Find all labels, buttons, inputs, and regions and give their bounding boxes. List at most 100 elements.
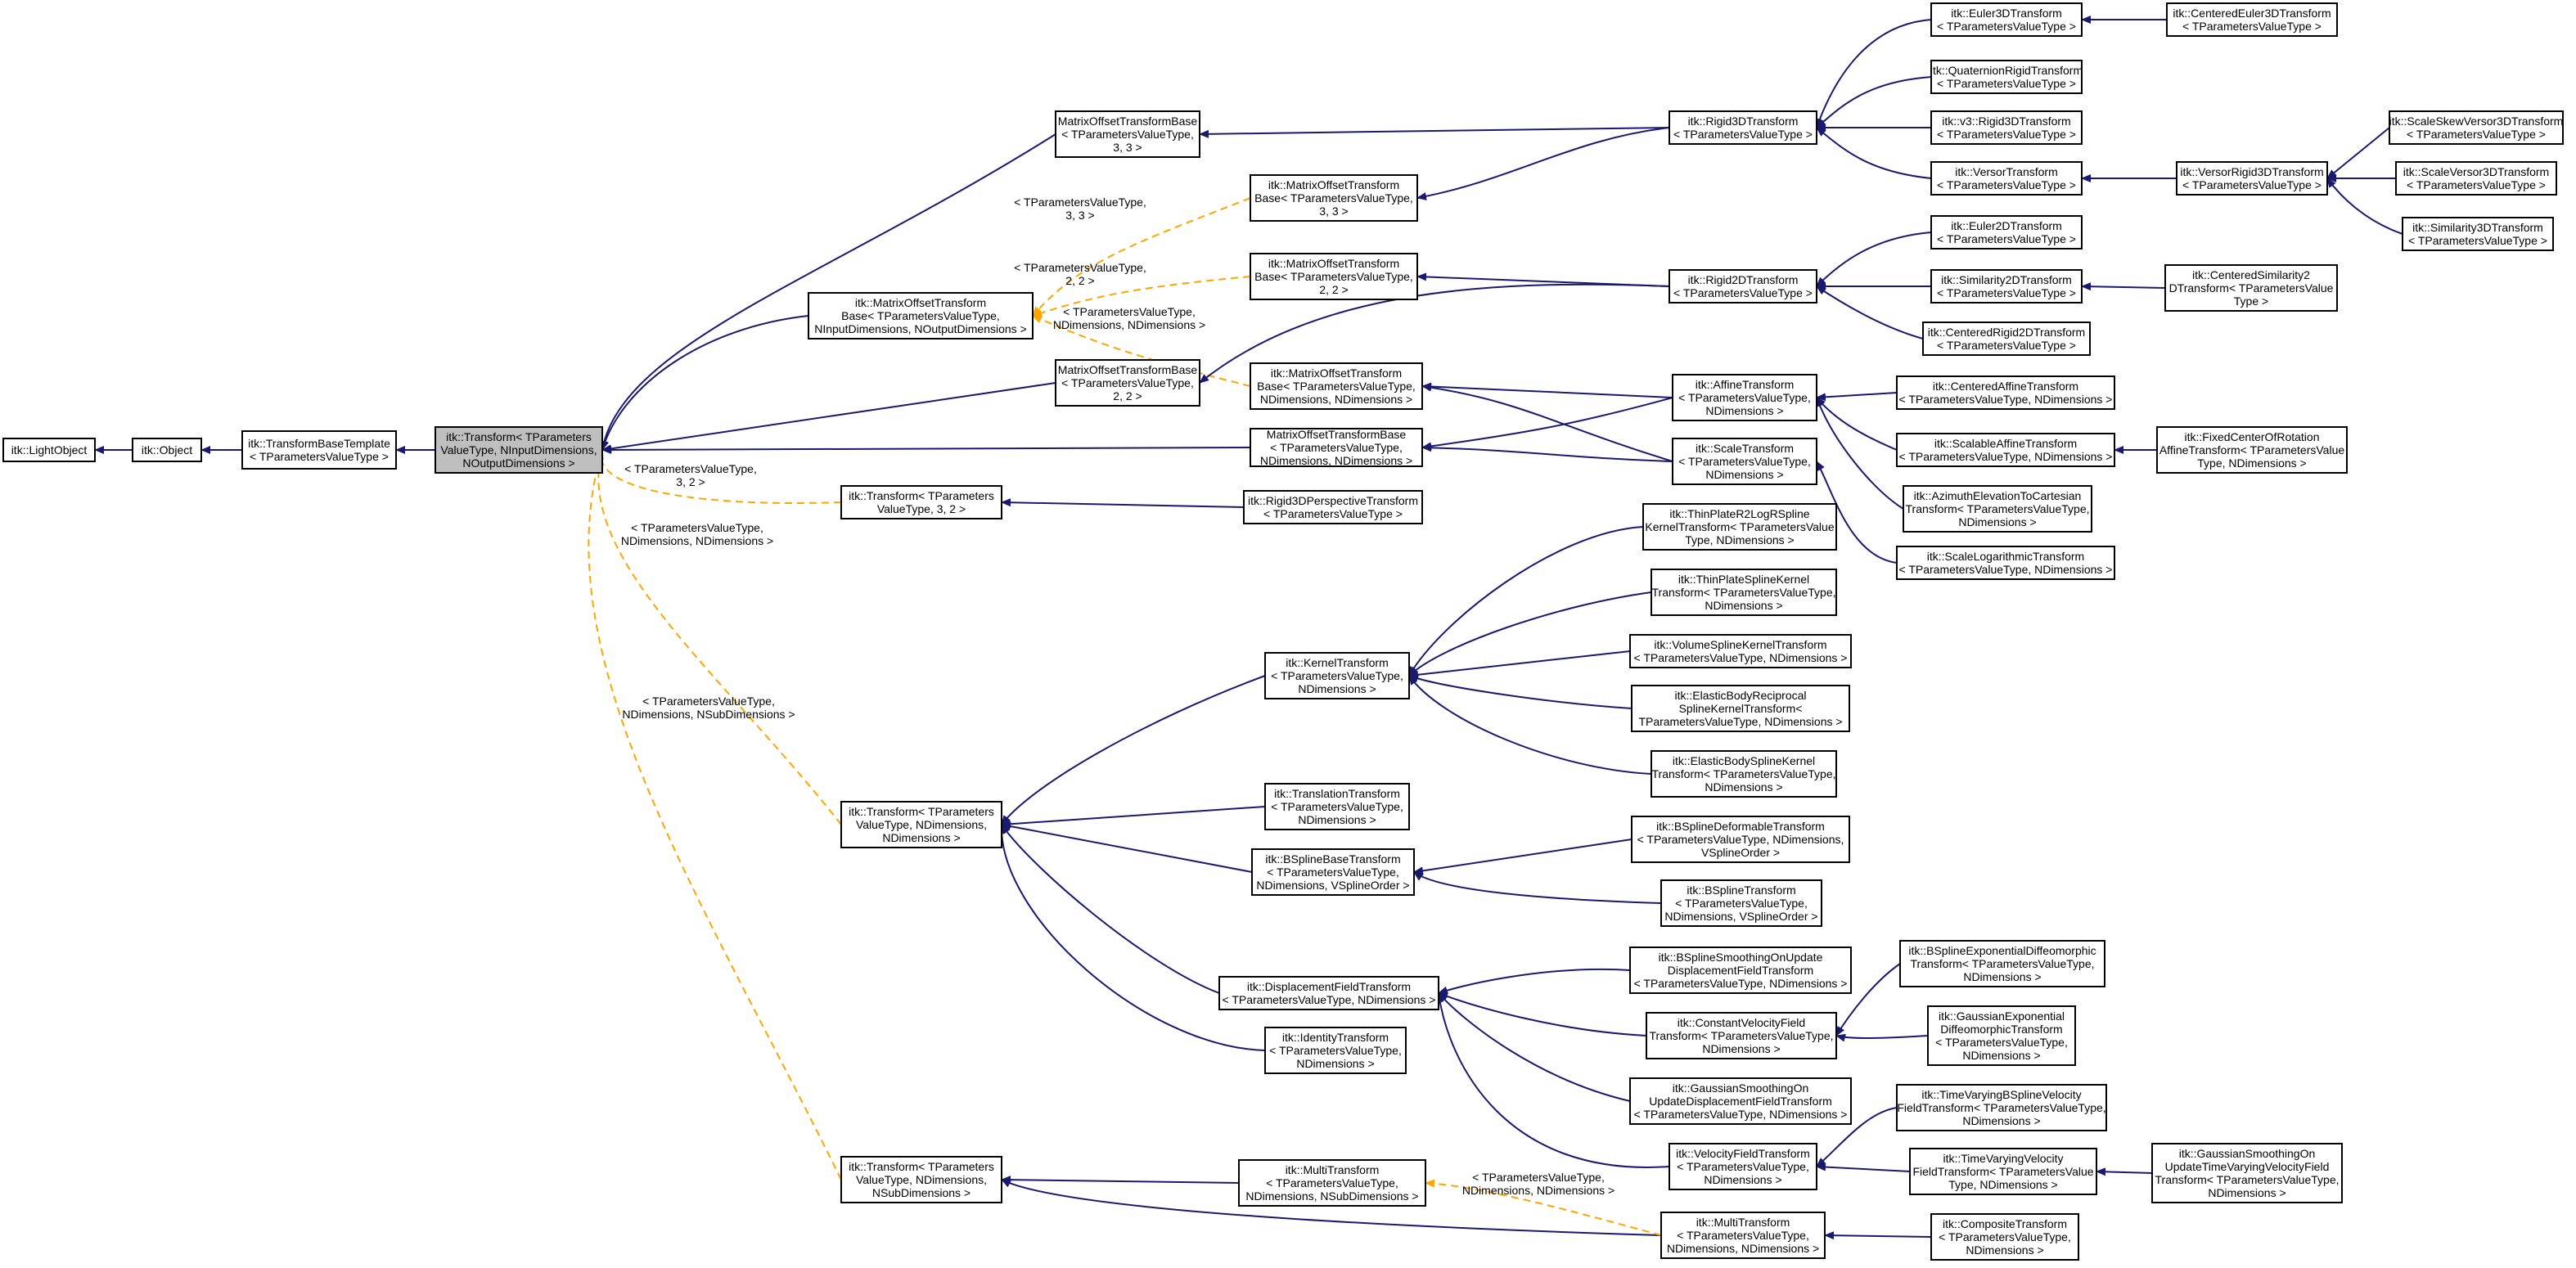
- class-node-centeuler3d[interactable]: itk::CenteredEuler3DTransform< TParamete…: [2166, 2, 2338, 37]
- class-node-imotb_33[interactable]: itk::MatrixOffsetTransformBase< TParamet…: [1250, 174, 1418, 222]
- class-node-euler3d[interactable]: itk::Euler3DTransform< TParametersValueT…: [1930, 2, 2083, 37]
- edge-label-text: < TParametersValueType,: [1063, 305, 1196, 318]
- class-node-label: < TParametersValueType >: [1263, 507, 1403, 520]
- class-node-tbt[interactable]: itk::TransformBaseTemplate< TParametersV…: [241, 430, 397, 470]
- class-node-identity[interactable]: itk::IdentityTransform< TParametersValue…: [1264, 1027, 1407, 1074]
- class-node-volumespline[interactable]: itk::VolumeSplineKernelTransform< TParam…: [1629, 634, 1852, 668]
- class-node-label: itk::VelocityFieldTransform: [1676, 1147, 1810, 1160]
- class-node-motb_nn[interactable]: MatrixOffsetTransformBase< TParametersVa…: [1250, 428, 1423, 467]
- class-node-box: [435, 426, 603, 474]
- class-node-scaleskew[interactable]: itk::ScaleSkewVersor3DTransform< TParame…: [2389, 110, 2564, 145]
- class-node-quatrigid[interactable]: itk::QuaternionRigidTransform< TParamete…: [1930, 60, 2083, 94]
- class-node-centaffine[interactable]: itk::CenteredAffineTransform< TParameter…: [1896, 375, 2115, 410]
- class-node-label: < TParametersValueType, NDimensions >: [1634, 1108, 1848, 1121]
- class-node-box: [1896, 1084, 2107, 1131]
- class-node-rigid3dpersp[interactable]: itk::Rigid3DPerspectiveTransform< TParam…: [1243, 490, 1423, 524]
- class-node-label: NDimensions >: [2208, 1186, 2286, 1199]
- inheritance-edge-tvbspline-to-velfield: [1816, 1107, 1898, 1167]
- class-node-label: < TParametersValueType,: [1939, 1230, 2071, 1243]
- class-node-translation[interactable]: itk::TranslationTransform< TParametersVa…: [1264, 783, 1410, 830]
- class-node-scalelog[interactable]: itk::ScaleLogarithmicTransform< TParamet…: [1896, 546, 2115, 580]
- class-node-affine[interactable]: itk::AffineTransform< TParametersValueTy…: [1672, 374, 1817, 421]
- class-node-transform_main[interactable]: itk::Transform< TParametersValueType, NI…: [435, 426, 603, 474]
- class-node-tvvel[interactable]: itk::TimeVaryingVelocityFieldTransform< …: [1909, 1148, 2097, 1195]
- class-node-centrigid2d[interactable]: itk::CenteredRigid2DTransform< TParamete…: [1922, 321, 2091, 356]
- class-node-multi_nn[interactable]: itk::MultiTransform< TParametersValueTyp…: [1660, 1212, 1826, 1259]
- class-node-label: Transform< TParametersValueType,: [2155, 1173, 2340, 1186]
- class-node-azimuth[interactable]: itk::AzimuthElevationToCartesianTransfor…: [1903, 485, 2092, 533]
- class-node-dispfield[interactable]: itk::DisplacementFieldTransform< TParame…: [1218, 976, 1439, 1010]
- class-node-label: itk::Euler3DTransform: [1951, 7, 2062, 20]
- class-node-scalableaffine[interactable]: itk::ScalableAffineTransform< TParameter…: [1896, 433, 2115, 467]
- class-node-label: Transform< TParametersValueType,: [1911, 957, 2095, 970]
- class-node-v3rigid3d[interactable]: itk::v3::Rigid3DTransform< TParametersVa…: [1930, 110, 2083, 145]
- inheritance-edge-bsplinebase-to-transform_nn: [1001, 822, 1253, 873]
- class-node-bsplinesmooth[interactable]: itk::BSplineSmoothingOnUpdateDisplacemen…: [1629, 947, 1852, 994]
- class-node-rigid3d[interactable]: itk::Rigid3DTransform< TParametersValueT…: [1669, 110, 1817, 145]
- class-node-label: < TParametersValueType >: [1937, 77, 2076, 90]
- class-node-velfield[interactable]: itk::VelocityFieldTransform< TParameters…: [1669, 1143, 1817, 1190]
- inheritance-edge-bsplinedeform-to-bsplinebase: [1413, 839, 1633, 875]
- class-node-box: [1646, 1012, 1837, 1059]
- class-node-object[interactable]: itk::Object: [132, 438, 202, 462]
- class-node-gausssmooth[interactable]: itk::GaussianSmoothingOnUpdateDisplaceme…: [1629, 1077, 1852, 1125]
- class-node-rigid2d[interactable]: itk::Rigid2DTransform< TParametersValueT…: [1669, 269, 1817, 304]
- class-node-composite[interactable]: itk::CompositeTransform< TParametersValu…: [1930, 1213, 2079, 1261]
- class-node-gaussexp[interactable]: itk::GaussianExponentialDiffeomorphicTra…: [1927, 1005, 2076, 1066]
- class-node-transform_ns[interactable]: itk::Transform< TParametersValueType, ND…: [840, 1156, 1002, 1203]
- edge-label-lbl_33: < TParametersValueType,3, 3 >: [1014, 196, 1146, 222]
- class-node-box: [1250, 428, 1423, 467]
- class-node-fixedcenter[interactable]: itk::FixedCenterOfRotationAffineTransfor…: [2156, 426, 2348, 474]
- class-node-label: < TParametersValueType, NDimensions >: [1634, 977, 1848, 990]
- class-node-label: NDimensions >: [1705, 404, 1783, 417]
- class-node-bsplinebase[interactable]: itk::BSplineBaseTransform< TParametersVa…: [1251, 848, 1415, 896]
- class-node-similarity2d[interactable]: itk::Similarity2DTransform< TParametersV…: [1930, 269, 2083, 304]
- class-node-gausstv[interactable]: itk::GaussianSmoothingOnUpdateTimeVaryin…: [2151, 1143, 2343, 1203]
- class-node-scaleversor[interactable]: itk::ScaleVersor3DTransform< TParameters…: [2395, 161, 2557, 196]
- class-node-imotb_nn[interactable]: itk::MatrixOffsetTransformBase< TParamet…: [1250, 362, 1423, 410]
- class-node-motb_generic[interactable]: itk::MatrixOffsetTransformBase< TParamet…: [808, 292, 1034, 339]
- class-node-versorrigid3d[interactable]: itk::VersorRigid3DTransform< TParameters…: [2176, 161, 2328, 196]
- class-node-transform_32[interactable]: itk::Transform< TParametersValueType, 3,…: [840, 485, 1002, 519]
- class-node-label: itk::Rigid3DTransform: [1688, 115, 1799, 128]
- class-node-transform_nn[interactable]: itk::Transform< TParametersValueType, ND…: [840, 801, 1002, 848]
- class-node-label: Transform< TParametersValueType,: [1652, 586, 1836, 599]
- class-node-label: < TParametersValueType,: [1678, 391, 1811, 404]
- class-node-box: [2389, 110, 2564, 145]
- class-node-label: < TParametersValueType,: [1061, 128, 1194, 141]
- template-edge-multi_nn-to-multi_ns: [1425, 1179, 1662, 1236]
- class-node-euler2d[interactable]: itk::Euler2DTransform< TParametersValueT…: [1930, 215, 2083, 250]
- class-node-motb_22[interactable]: MatrixOffsetTransformBase< TParametersVa…: [1055, 359, 1200, 407]
- class-node-label: Transform< TParametersValueType,: [1906, 502, 2090, 515]
- class-node-bsplineexp[interactable]: itk::BSplineExponentialDiffeomorphicTran…: [1899, 940, 2105, 987]
- class-node-bsplinedeform[interactable]: itk::BSplineDeformableTransform< TParame…: [1631, 816, 1850, 863]
- inheritance-edge-scale-to-motb_nn: [1421, 443, 1673, 462]
- class-node-imotb_22[interactable]: itk::MatrixOffsetTransformBase< TParamet…: [1250, 253, 1418, 300]
- class-node-motb_33[interactable]: MatrixOffsetTransformBase< TParametersVa…: [1055, 110, 1200, 158]
- class-node-elasticrecip[interactable]: itk::ElasticBodyReciprocalSplineKernelTr…: [1631, 685, 1850, 732]
- class-node-tvbspline[interactable]: itk::TimeVaryingBSplineVelocityFieldTran…: [1896, 1084, 2107, 1131]
- class-node-scale[interactable]: itk::ScaleTransform< TParametersValueTyp…: [1672, 438, 1817, 485]
- inheritance-edge-gausstv-to-tvvel: [2096, 1167, 2153, 1176]
- class-node-label: MatrixOffsetTransformBase: [1058, 363, 1198, 376]
- class-node-box: [1930, 269, 2083, 304]
- class-node-box: [1055, 110, 1200, 158]
- class-node-multi_ns[interactable]: itk::MultiTransform< TParametersValueTyp…: [1238, 1159, 1426, 1207]
- class-node-similarity3d[interactable]: itk::Similarity3DTransform< TParametersV…: [2402, 217, 2554, 251]
- class-node-bspline[interactable]: itk::BSplineTransform< TParametersValueT…: [1660, 879, 1822, 927]
- class-node-kernel[interactable]: itk::KernelTransform< TParametersValueTy…: [1264, 652, 1410, 699]
- class-node-versor[interactable]: itk::VersorTransform< TParametersValueTy…: [1930, 161, 2083, 196]
- class-node-label: itk::ScalableAffineTransform: [1934, 437, 2077, 450]
- class-node-box: [1660, 879, 1822, 927]
- class-node-box: [1631, 685, 1850, 732]
- class-node-box: [1896, 375, 2115, 410]
- class-node-lightobject[interactable]: itk::LightObject: [2, 438, 96, 462]
- class-node-thinplater2[interactable]: itk::ThinPlateR2LogRSplineKernelTransfor…: [1642, 503, 1837, 551]
- class-node-label: itk::CenteredSimilarity2: [2192, 268, 2310, 281]
- edge-label-text: < TParametersValueType,: [624, 462, 757, 475]
